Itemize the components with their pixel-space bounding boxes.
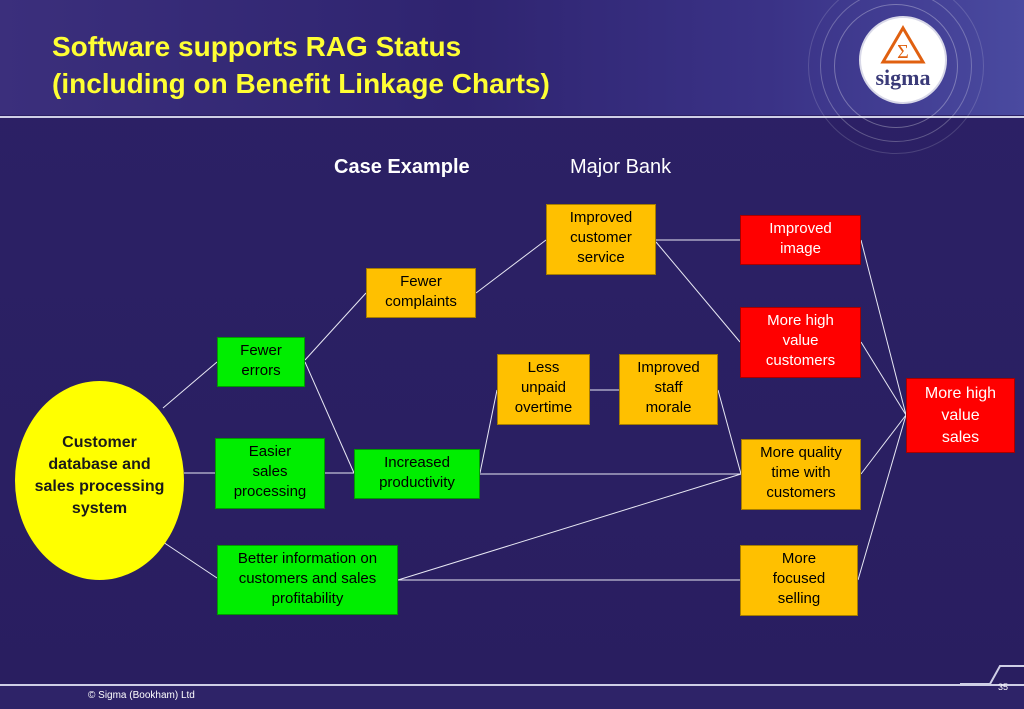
node-fewer-complaints: Fewer complaints [366,268,476,318]
node-improved-image: Improved image [740,215,861,265]
node-less-unpaid-overtime: Less unpaid overtime [497,354,590,425]
connector [162,541,218,579]
connector [860,414,907,475]
page-number: 35 [998,682,1009,692]
node-label: More high value sales [924,385,997,446]
node-label: Customer database and sales processing s… [34,433,165,517]
node-label: Better information on customers and sale… [237,550,378,607]
node-label: Increased productivity [379,454,455,491]
connector [655,241,741,343]
connector [860,239,907,416]
logo-wordmark: sigma [875,65,931,90]
node-more-quality-time: More quality time with customers [741,439,861,510]
node-label: Improved image [769,220,832,257]
connector [860,341,907,416]
title-line-1: Software supports RAG Status [52,31,462,62]
connector [857,414,907,581]
connector [397,473,742,581]
node-label: Improved customer service [569,209,633,266]
footer-bar [0,686,1024,709]
connector [475,239,547,294]
header-divider [0,116,1024,118]
logo-ring-middle [820,0,972,142]
logo-ring-inner [834,4,958,128]
node-fewer-errors: Fewer errors [217,337,305,387]
node-label: Easier sales processing [233,443,307,500]
node-improved-staff-morale: Improved staff morale [619,354,718,425]
node-more-focused-selling: More focused selling [740,545,858,616]
node-label: Fewer complaints [385,273,457,310]
svg-text:Σ: Σ [897,41,909,63]
connector [304,292,367,361]
node-label: Improved staff morale [637,359,700,416]
node-easier-sales: Easier sales processing [215,438,325,509]
footer-corner-accent [960,665,1024,685]
node-label: Less unpaid overtime [514,359,573,416]
sigma-logo: Σ sigma [859,16,947,104]
node-label: More focused selling [772,550,826,607]
node-label: Fewer errors [240,342,282,379]
node-label: More quality time with customers [760,444,842,501]
sigma-triangle-icon: Σ [880,25,926,64]
node-label: More high value customers [765,312,836,369]
case-label: Case Example [334,156,470,178]
connector [717,389,742,475]
node-improved-customer-service: Improved customer service [546,204,656,275]
case-value: Major Bank [570,156,672,178]
node-more-high-value-customers: More high value customers [740,307,861,378]
node-more-high-value-sales: More high value sales [906,378,1015,453]
title-line-2: (including on Benefit Linkage Charts) [52,68,550,99]
footer-divider [0,684,1024,686]
node-customer-database: Customer database and sales processing s… [15,381,184,580]
node-increased-productivity: Increased productivity [354,449,480,499]
connector [162,361,218,409]
node-better-information: Better information on customers and sale… [217,545,398,615]
copyright-text: © Sigma (Bookham) Ltd [88,690,195,701]
connector [479,389,498,474]
connector [304,361,355,474]
